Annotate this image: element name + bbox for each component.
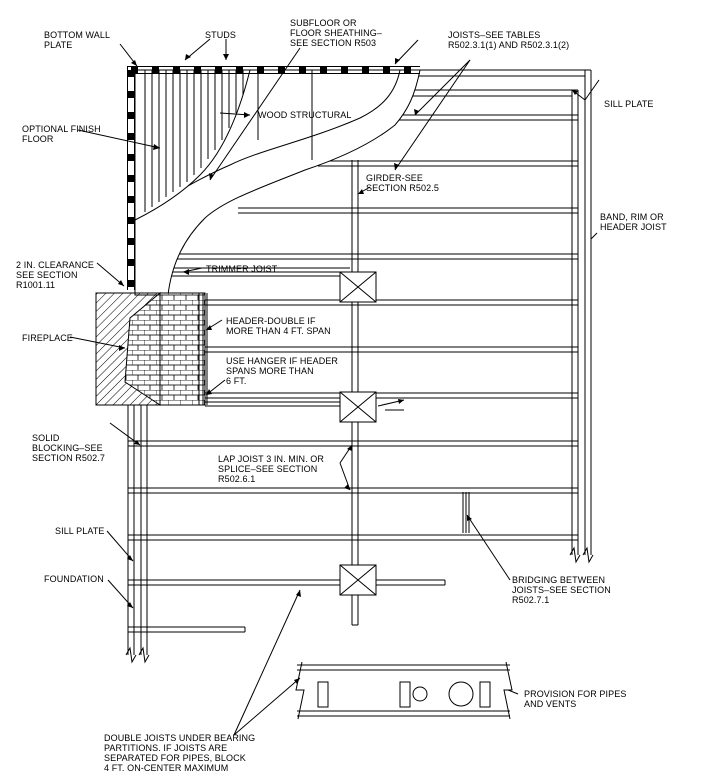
- label-sill-plate-top: SILL PLATE: [604, 99, 654, 109]
- label-fireplace: FIREPLACE: [22, 333, 73, 343]
- label-trimmer-joist: TRIMMER JOIST: [206, 264, 278, 274]
- stud-wall: [134, 69, 313, 221]
- label-bottom-wall-plate: BOTTOM WALL PLATE: [44, 30, 111, 50]
- label-optional-finish-floor: OPTIONAL FINISH FLOOR: [22, 124, 101, 144]
- label-header-double: HEADER-DOUBLE IF MORE THAN 4 FT. SPAN: [226, 316, 331, 336]
- bridging: [462, 492, 470, 533]
- floor-joists: [128, 114, 578, 633]
- label-solid-blocking: SOLID BLOCKING–SEE SECTION R502.7: [32, 433, 105, 463]
- arrowheads: [118, 54, 578, 684]
- left-sill-plate: [125, 405, 150, 664]
- label-use-hanger: USE HANGER IF HEADER SPANS MORE THAN 6 F…: [226, 356, 339, 386]
- label-studs: STUDS: [205, 30, 237, 40]
- girder-blocks: [339, 271, 377, 596]
- label-joists: JOISTS–SEE TABLES R502.3.1(1) AND R502.3…: [448, 30, 570, 50]
- label-band-rim: BAND, RIM OR HEADER JOIST: [600, 212, 667, 232]
- label-foundation: FOUNDATION: [44, 574, 104, 584]
- bottom-wall-plate: [127, 66, 420, 290]
- band-joist: [385, 69, 594, 564]
- label-double-joists: DOUBLE JOISTS UNDER BEARING PARTITIONS. …: [104, 733, 256, 773]
- label-clearance: 2 IN. CLEARANCE SEE SECTION R1001.11: [16, 260, 95, 290]
- label-subfloor: SUBFLOOR OR FLOOR SHEATHING– SEE SECTION…: [290, 18, 382, 48]
- label-bridging: BRIDGING BETWEEN JOISTS–SEE SECTION R502…: [512, 575, 611, 605]
- label-girder: GIRDER-SEE SECTION R502.5: [366, 173, 439, 193]
- pipe-provision-detail: [295, 661, 513, 720]
- fireplace: [95, 291, 208, 406]
- label-sill-plate-left: SILL PLATE: [55, 526, 105, 536]
- label-wood-structural: WOOD STRUCTURAL: [258, 110, 352, 120]
- label-lap-joist: LAP JOIST 3 IN. MIN. OR SPLICE–SEE SECTI…: [218, 454, 324, 484]
- label-provision: PROVISION FOR PIPES AND VENTS: [524, 689, 627, 709]
